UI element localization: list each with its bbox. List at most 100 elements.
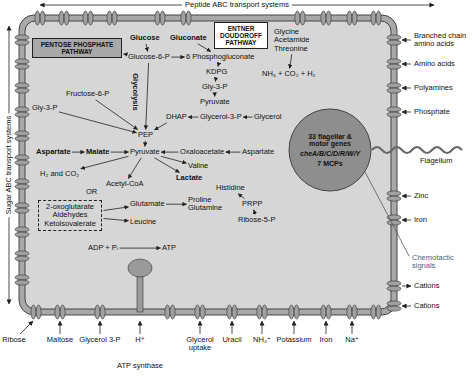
node-text: 6 Phosphogluconate <box>186 53 254 61</box>
node-text: Glucose <box>130 34 160 42</box>
reaction-arrow <box>72 152 84 153</box>
transporter <box>387 35 401 45</box>
transporter <box>387 83 401 93</box>
transport-label: Iron <box>320 336 333 344</box>
node-text: PEP <box>138 131 153 139</box>
atp-synthase-head <box>128 259 152 277</box>
import-arrow <box>262 321 263 334</box>
transport-label: Cations <box>414 302 439 310</box>
node-text: ATP <box>162 244 176 252</box>
reaction-arrow <box>81 156 129 168</box>
transport-label: Phosphate <box>414 108 450 116</box>
metabolite: Glycerol-3-P <box>200 113 242 121</box>
node-text: Glycerol-3-P <box>200 113 242 121</box>
transporter <box>257 305 267 319</box>
node-text: PRPP <box>242 200 262 208</box>
node-text: Fructose-6-P <box>66 90 109 98</box>
metabolite: Proline Glutamine <box>188 196 228 213</box>
reaction-arrow <box>214 93 215 97</box>
metabolite: Oxaloacetate <box>180 148 224 156</box>
node-text: Glycerol <box>254 113 282 121</box>
import-arrow <box>232 321 233 334</box>
node-text: Oxaloacetate <box>180 148 224 156</box>
metabolite: PRPP <box>242 200 262 208</box>
reaction-arrow <box>188 117 198 118</box>
transport-label: Ribose <box>2 336 25 344</box>
reaction-arrow <box>198 44 211 52</box>
metabolite: Pyruvate <box>200 98 230 106</box>
metabolite: Glycerol <box>254 113 282 121</box>
reaction-arrow <box>154 158 179 173</box>
metabolite: Pyruvate <box>130 148 160 156</box>
node-text: Glutamate <box>130 200 165 208</box>
import-arrow <box>60 321 61 334</box>
node-text: Aspartate <box>36 148 71 156</box>
import-arrow <box>140 321 141 334</box>
reaction-arrow <box>104 219 129 221</box>
node-text: Pyruvate <box>200 98 230 106</box>
reaction-arrow <box>155 123 167 130</box>
transport-label: Amino acids <box>414 60 455 68</box>
reaction-arrow <box>218 63 220 67</box>
reaction-arrow <box>215 78 217 82</box>
node-text: DHAP <box>166 113 187 121</box>
metabolite: Histidine <box>216 184 245 192</box>
metabolite: Valine <box>188 162 208 170</box>
transport-label: Glycerol uptake <box>182 336 218 353</box>
transporter <box>15 83 29 93</box>
reaction-arrow <box>128 158 141 179</box>
node-text: Ribose-5-P <box>238 216 276 224</box>
transport-label: Potassium <box>276 336 311 344</box>
transporter <box>371 11 381 25</box>
transporter <box>387 215 401 225</box>
reaction-arrow <box>171 57 184 58</box>
node-text: Valine <box>188 162 208 170</box>
transporter <box>387 281 401 291</box>
transporter-group <box>15 11 401 319</box>
transporter <box>227 305 237 319</box>
reaction-arrow <box>111 152 129 153</box>
metabolite: Malate <box>86 148 109 156</box>
transporter <box>15 155 29 165</box>
metabolite: Gly-3-P <box>202 83 227 91</box>
transport-label: Maltose <box>47 336 73 344</box>
import-arrow <box>402 40 411 41</box>
transporter <box>55 305 65 319</box>
transport-label: Uracil <box>222 336 241 344</box>
pathway-box: PENTOSE PHOSPHATE PATHWAY <box>32 38 122 58</box>
metabolite: DHAP <box>166 113 187 121</box>
node-text: Gly-3-P <box>202 83 227 91</box>
import-arrow <box>402 220 411 221</box>
transporter <box>59 11 69 25</box>
transporter <box>387 59 401 69</box>
part-label: ATP synthase <box>117 362 163 370</box>
reaction-arrow <box>59 112 137 133</box>
signal-label: Chemotactic signals <box>412 254 464 271</box>
transport-label: Polyamines <box>414 84 453 92</box>
node-text: Gluconate <box>170 34 207 42</box>
import-arrow <box>402 306 411 307</box>
transport-label: NH₄⁺ <box>253 336 271 344</box>
pathway-label: Glycolysis <box>131 73 139 111</box>
reaction-arrow <box>243 117 252 118</box>
metabolite: ADP + Pᵢ <box>88 244 118 252</box>
metabolite: H₂ and CO₂ <box>40 170 79 178</box>
transporter <box>387 107 401 117</box>
import-arrow <box>352 321 353 334</box>
reaction-arrow <box>146 63 149 130</box>
reaction-arrow <box>161 156 186 163</box>
reaction-arrow <box>146 44 148 52</box>
cell-membrane <box>19 15 397 315</box>
metabolite: Gly-3-P <box>32 104 57 112</box>
metabolite: 6 Phosphogluconate <box>186 53 254 61</box>
reaction-arrow <box>166 204 186 205</box>
transporter <box>83 11 93 25</box>
node-text: 7 MCPs <box>317 160 342 168</box>
metabolite: KDPG <box>206 68 227 76</box>
node-text: Glucose-6-P <box>128 53 170 61</box>
transporter <box>15 227 29 237</box>
node-text: Lactate <box>176 174 202 182</box>
transporter <box>321 305 331 319</box>
transporter <box>15 203 29 213</box>
node-text: 33 flagellar & motor genes <box>300 133 360 148</box>
